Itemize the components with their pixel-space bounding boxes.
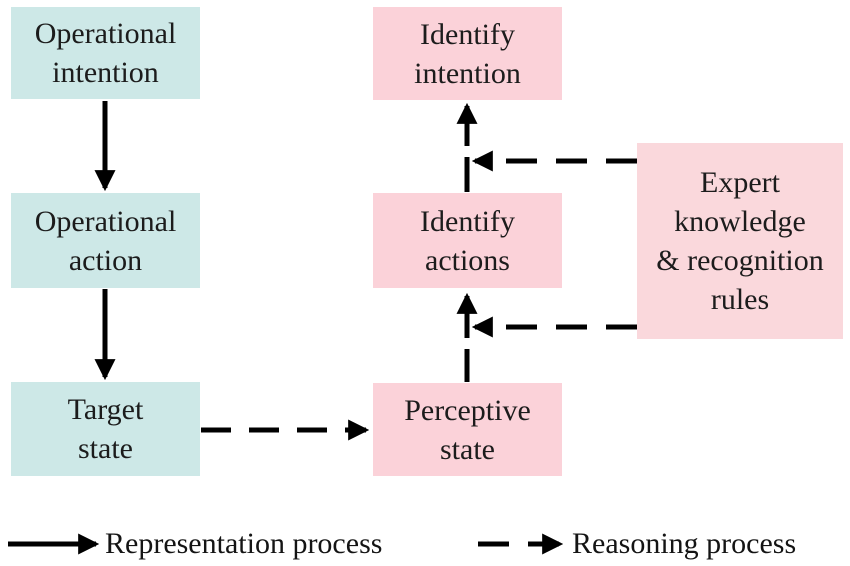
node-identify-intention: Identify intention bbox=[373, 7, 562, 100]
legend-representation-label: Representation process bbox=[105, 527, 383, 560]
node-operational-intention: Operational intention bbox=[11, 7, 200, 99]
node-expert-knowledge: Expert knowledge & recognition rules bbox=[637, 143, 843, 339]
node-identify-actions: Identify actions bbox=[373, 193, 562, 288]
node-operational-action: Operational action bbox=[11, 193, 200, 288]
legend-reasoning-label: Reasoning process bbox=[572, 527, 797, 560]
node-target-state: Target state bbox=[11, 382, 200, 476]
node-perceptive-state: Perceptive state bbox=[373, 383, 562, 476]
